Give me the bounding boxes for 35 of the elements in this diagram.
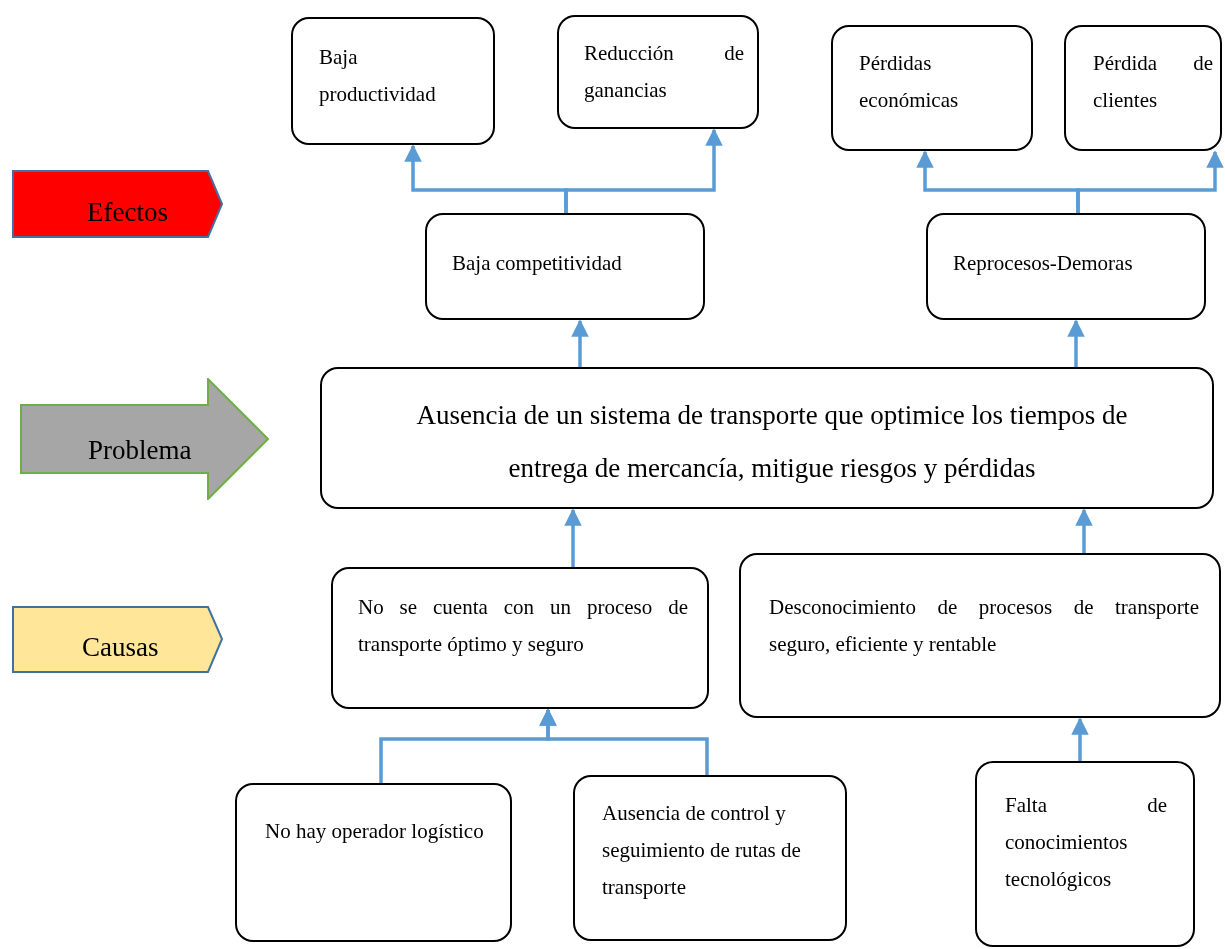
arrow [564,128,723,213]
box-text: No se cuenta con un proceso de transporte óptimo y seguro [358,594,688,658]
text-box [425,213,705,320]
text-box [291,17,495,145]
tag-label: Efectos [87,196,169,229]
box-text: Baja competitividad [452,250,623,277]
box-text: Baja productividad [319,44,437,108]
text-box [331,567,709,709]
text-box [573,775,847,941]
arrow [1076,150,1224,213]
arrow [564,508,582,567]
box-text: Reprocesos-Demoras [953,250,1134,277]
text-box [926,213,1206,320]
box-text: Pérdida de clientes [1093,50,1213,114]
box-text: Falta de conocimientos tecnológicos [1005,792,1167,893]
box-text: Reducción de ganancias [584,40,744,104]
arrow [1067,319,1085,367]
text-box [975,761,1195,947]
box-text: Pérdidas económicas [859,50,960,114]
box-text: Desconocimiento de procesos de transporte seguro, eficiente y rentable [769,594,1199,658]
text-box [739,553,1221,718]
tag-label: Problema [88,434,193,467]
text-box [557,15,759,129]
text-box [320,367,1214,509]
tag-label: Causas [82,631,160,664]
text-box [1064,25,1222,151]
text-box [235,783,512,942]
box-text: No hay operador logístico [265,818,485,845]
text-box [831,25,1033,151]
arrow [539,708,709,775]
arrow [571,319,589,367]
box-text: Ausencia de control y seguimiento de rutas de transporte [602,800,802,901]
arrow [1075,508,1093,553]
box-text: Ausencia de un sistema de transporte que optimice los tiempos de entrega de mercancía, mitigue riesgos y pérdidas [415,399,1129,485]
arrow [1071,717,1089,761]
